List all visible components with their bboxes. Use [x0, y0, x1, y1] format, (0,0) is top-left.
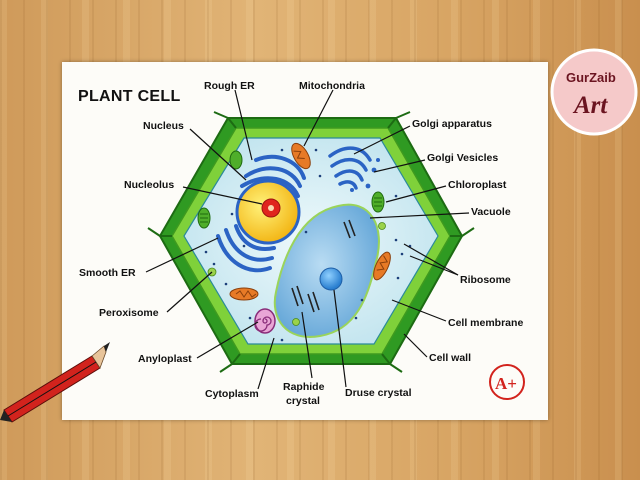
label-anyloplast: Anyloplast	[138, 353, 192, 365]
label-druse-crystal: Druse crystal	[345, 387, 412, 399]
pencil-icon	[0, 342, 110, 423]
label-ribosome: Ribosome	[460, 274, 511, 286]
label-mitochondria: Mitochondria	[299, 80, 365, 92]
golgi-apparatus	[328, 146, 372, 190]
grade-mark: A+	[489, 364, 525, 400]
druse-crystal	[319, 267, 343, 291]
label-vacuole: Vacuole	[471, 206, 511, 218]
grade-text: A+	[495, 374, 517, 393]
label-nucleus: Nucleus	[143, 120, 184, 132]
label-cell-membrane: Cell membrane	[448, 317, 523, 329]
label-nucleolus: Nucleolus	[124, 179, 174, 191]
label-golgi-vesicles: Golgi Vesicles	[427, 152, 498, 164]
nucleolus-core	[268, 205, 274, 211]
wall-corner-lines	[147, 111, 475, 373]
smooth-er	[216, 224, 276, 273]
label-cytoplasm: Cytoplasm	[205, 388, 259, 400]
label-rough-er: Rough ER	[204, 80, 255, 92]
leader-lines	[145, 89, 470, 390]
mitochondria	[229, 142, 391, 301]
logo-line1: GurZaib	[566, 70, 616, 85]
diagram-title: PLANT CELL	[78, 88, 181, 105]
label-peroxisome: Peroxisome	[99, 307, 159, 319]
anyloplast	[254, 308, 276, 334]
logo-line2: Art	[572, 92, 608, 119]
label-raphide-crystal-line2: crystal	[286, 395, 320, 407]
rough-er	[240, 154, 306, 198]
label-cell-wall: Cell wall	[429, 352, 471, 364]
gurzaib-art-logo: GurZaib Art	[550, 48, 638, 136]
label-raphide-crystal-line1: Raphide	[283, 381, 325, 393]
label-golgi-apparatus: Golgi apparatus	[412, 118, 492, 130]
label-chloroplast: Chloroplast	[448, 179, 507, 191]
chloroplasts	[197, 150, 385, 229]
label-smooth-er: Smooth ER	[79, 267, 136, 279]
raphide-crystals	[291, 219, 356, 313]
peroxisomes	[207, 222, 386, 326]
